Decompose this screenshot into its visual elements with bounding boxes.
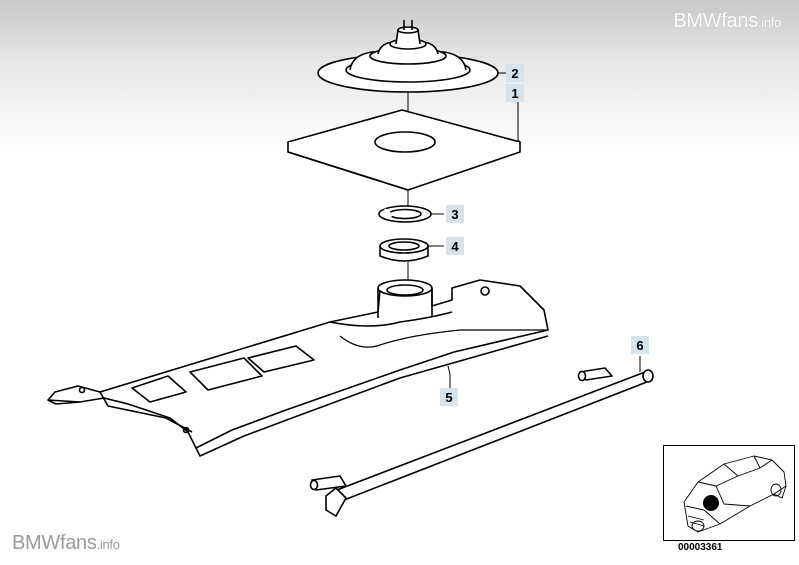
locator-dot-icon — [703, 495, 719, 511]
car-outline-icon — [683, 455, 787, 533]
part-5-bracket — [47, 279, 549, 457]
part-6-rod — [309, 367, 654, 517]
callout-4[interactable]: 4 — [446, 237, 464, 255]
vehicle-locator-inset — [663, 445, 795, 541]
callout-1[interactable]: 1 — [506, 84, 524, 102]
part-2-boot — [317, 20, 499, 93]
callout-5[interactable]: 5 — [440, 388, 458, 406]
diagram-id: 00003361 — [678, 542, 723, 553]
part-3-circlip — [378, 205, 432, 223]
watermark-brand: BMWfans — [673, 10, 758, 32]
callout-3[interactable]: 3 — [446, 205, 464, 223]
watermark-bottom: BMWfans.info — [12, 532, 120, 555]
part-1-plate — [287, 109, 521, 191]
callout-2[interactable]: 2 — [506, 64, 524, 82]
callout-6[interactable]: 6 — [631, 336, 649, 354]
watermark-suffix: .info — [757, 15, 781, 30]
watermark-suffix: .info — [96, 537, 120, 552]
watermark-brand: BMWfans — [12, 532, 97, 554]
part-4-bearing — [379, 238, 429, 262]
watermark-top: BMWfans.info — [673, 10, 781, 33]
